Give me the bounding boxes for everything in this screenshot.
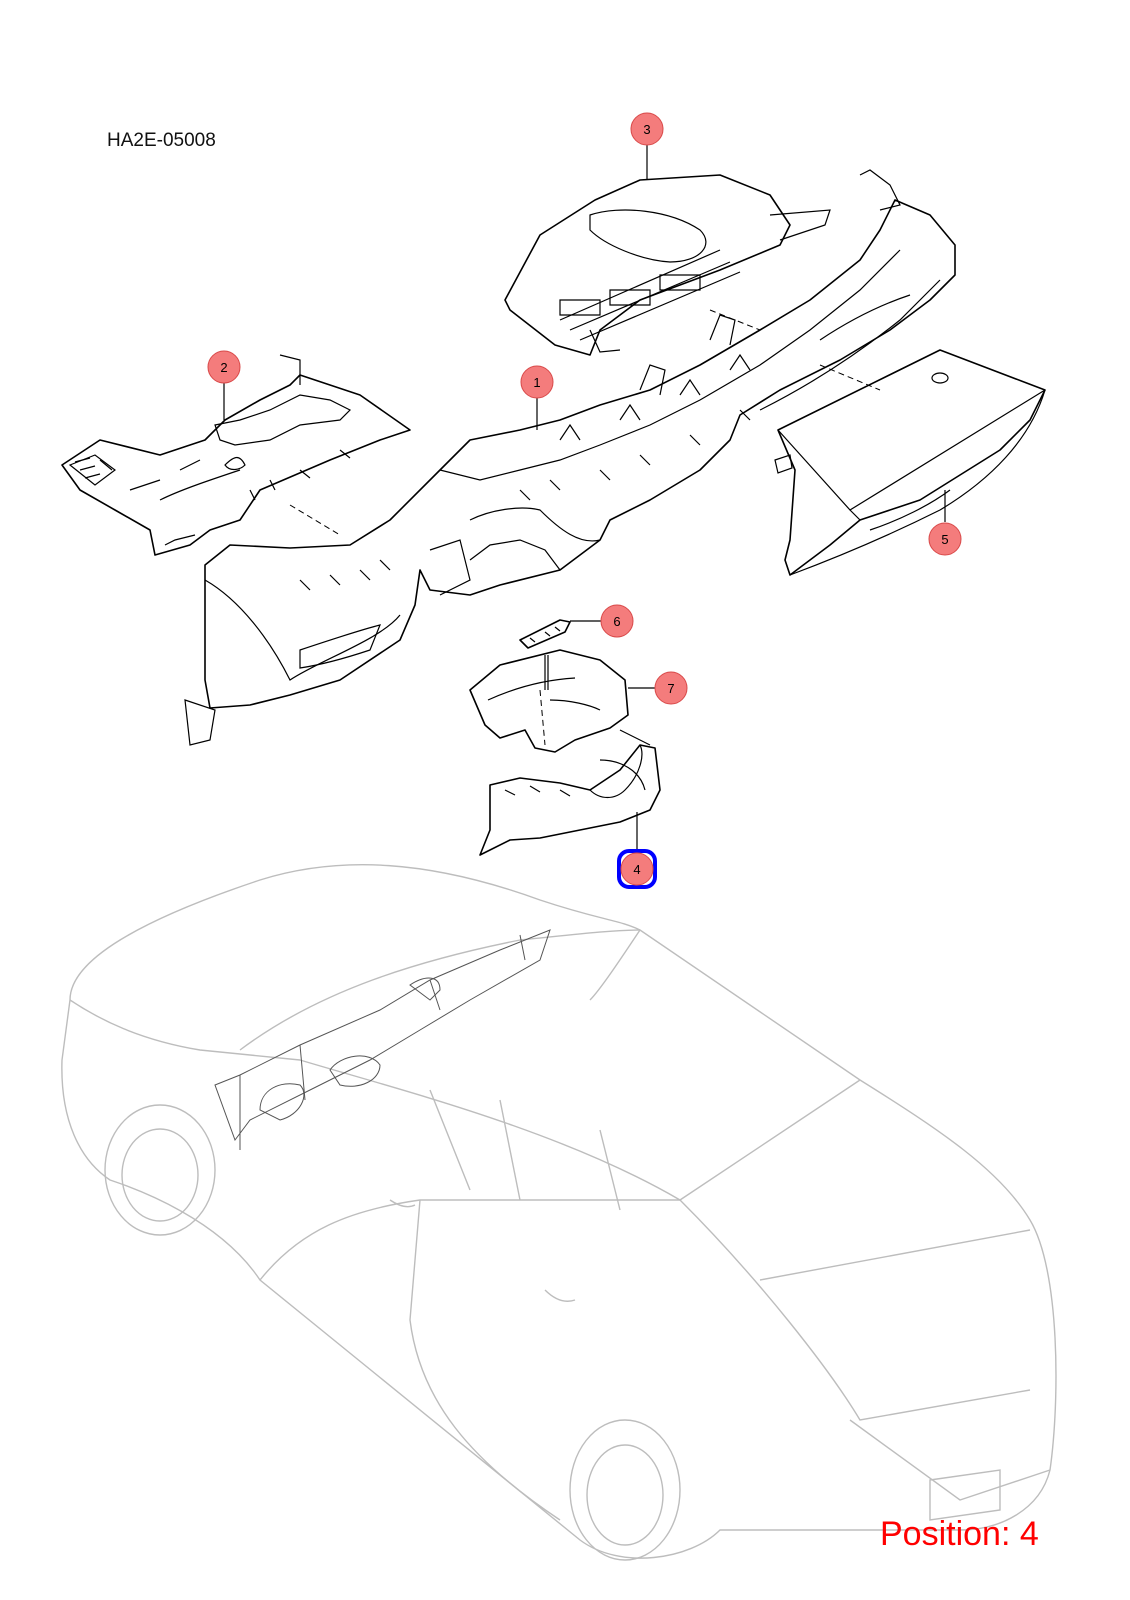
callout-circle	[620, 852, 654, 886]
callout-1[interactable]: 1	[520, 365, 554, 399]
callout-6[interactable]: 6	[600, 604, 634, 638]
callout-layer: 1 2 3 4 5 6 7	[207, 112, 962, 889]
callout-7[interactable]: 7	[654, 671, 688, 705]
callout-2[interactable]: 2	[207, 350, 241, 384]
part-glove-box	[774, 349, 1046, 576]
callout-circle	[928, 522, 962, 556]
callout-circle	[630, 112, 664, 146]
vehicle-outline	[61, 864, 1057, 1561]
callout-number: 1	[533, 375, 540, 390]
part-lower-shroud	[479, 729, 661, 856]
part-lower-left-panel	[61, 354, 411, 556]
part-main-panel	[184, 169, 956, 746]
callout-number: 6	[613, 614, 620, 629]
selected-highlight	[617, 849, 657, 889]
part-bracket	[519, 619, 571, 649]
callout-number: 2	[220, 360, 227, 375]
callout-circle	[654, 671, 688, 705]
callout-number: 5	[941, 532, 948, 547]
callout-3[interactable]: 3	[630, 112, 664, 146]
position-label: Position: 4	[880, 1515, 1039, 1553]
callout-number: 4	[633, 862, 640, 877]
leader-lines	[223, 145, 946, 852]
part-upper-cover	[504, 174, 831, 356]
callout-4[interactable]: 4	[617, 849, 657, 889]
callout-circle	[520, 365, 554, 399]
callout-number: 3	[643, 122, 650, 137]
callout-circle	[207, 350, 241, 384]
diagram-code: HA2E-05008	[107, 130, 216, 151]
callout-number: 7	[667, 681, 674, 696]
callout-5[interactable]: 5	[928, 522, 962, 556]
callout-circle	[600, 604, 634, 638]
part-upper-shroud	[469, 649, 629, 753]
assembly-lines	[289, 309, 881, 746]
